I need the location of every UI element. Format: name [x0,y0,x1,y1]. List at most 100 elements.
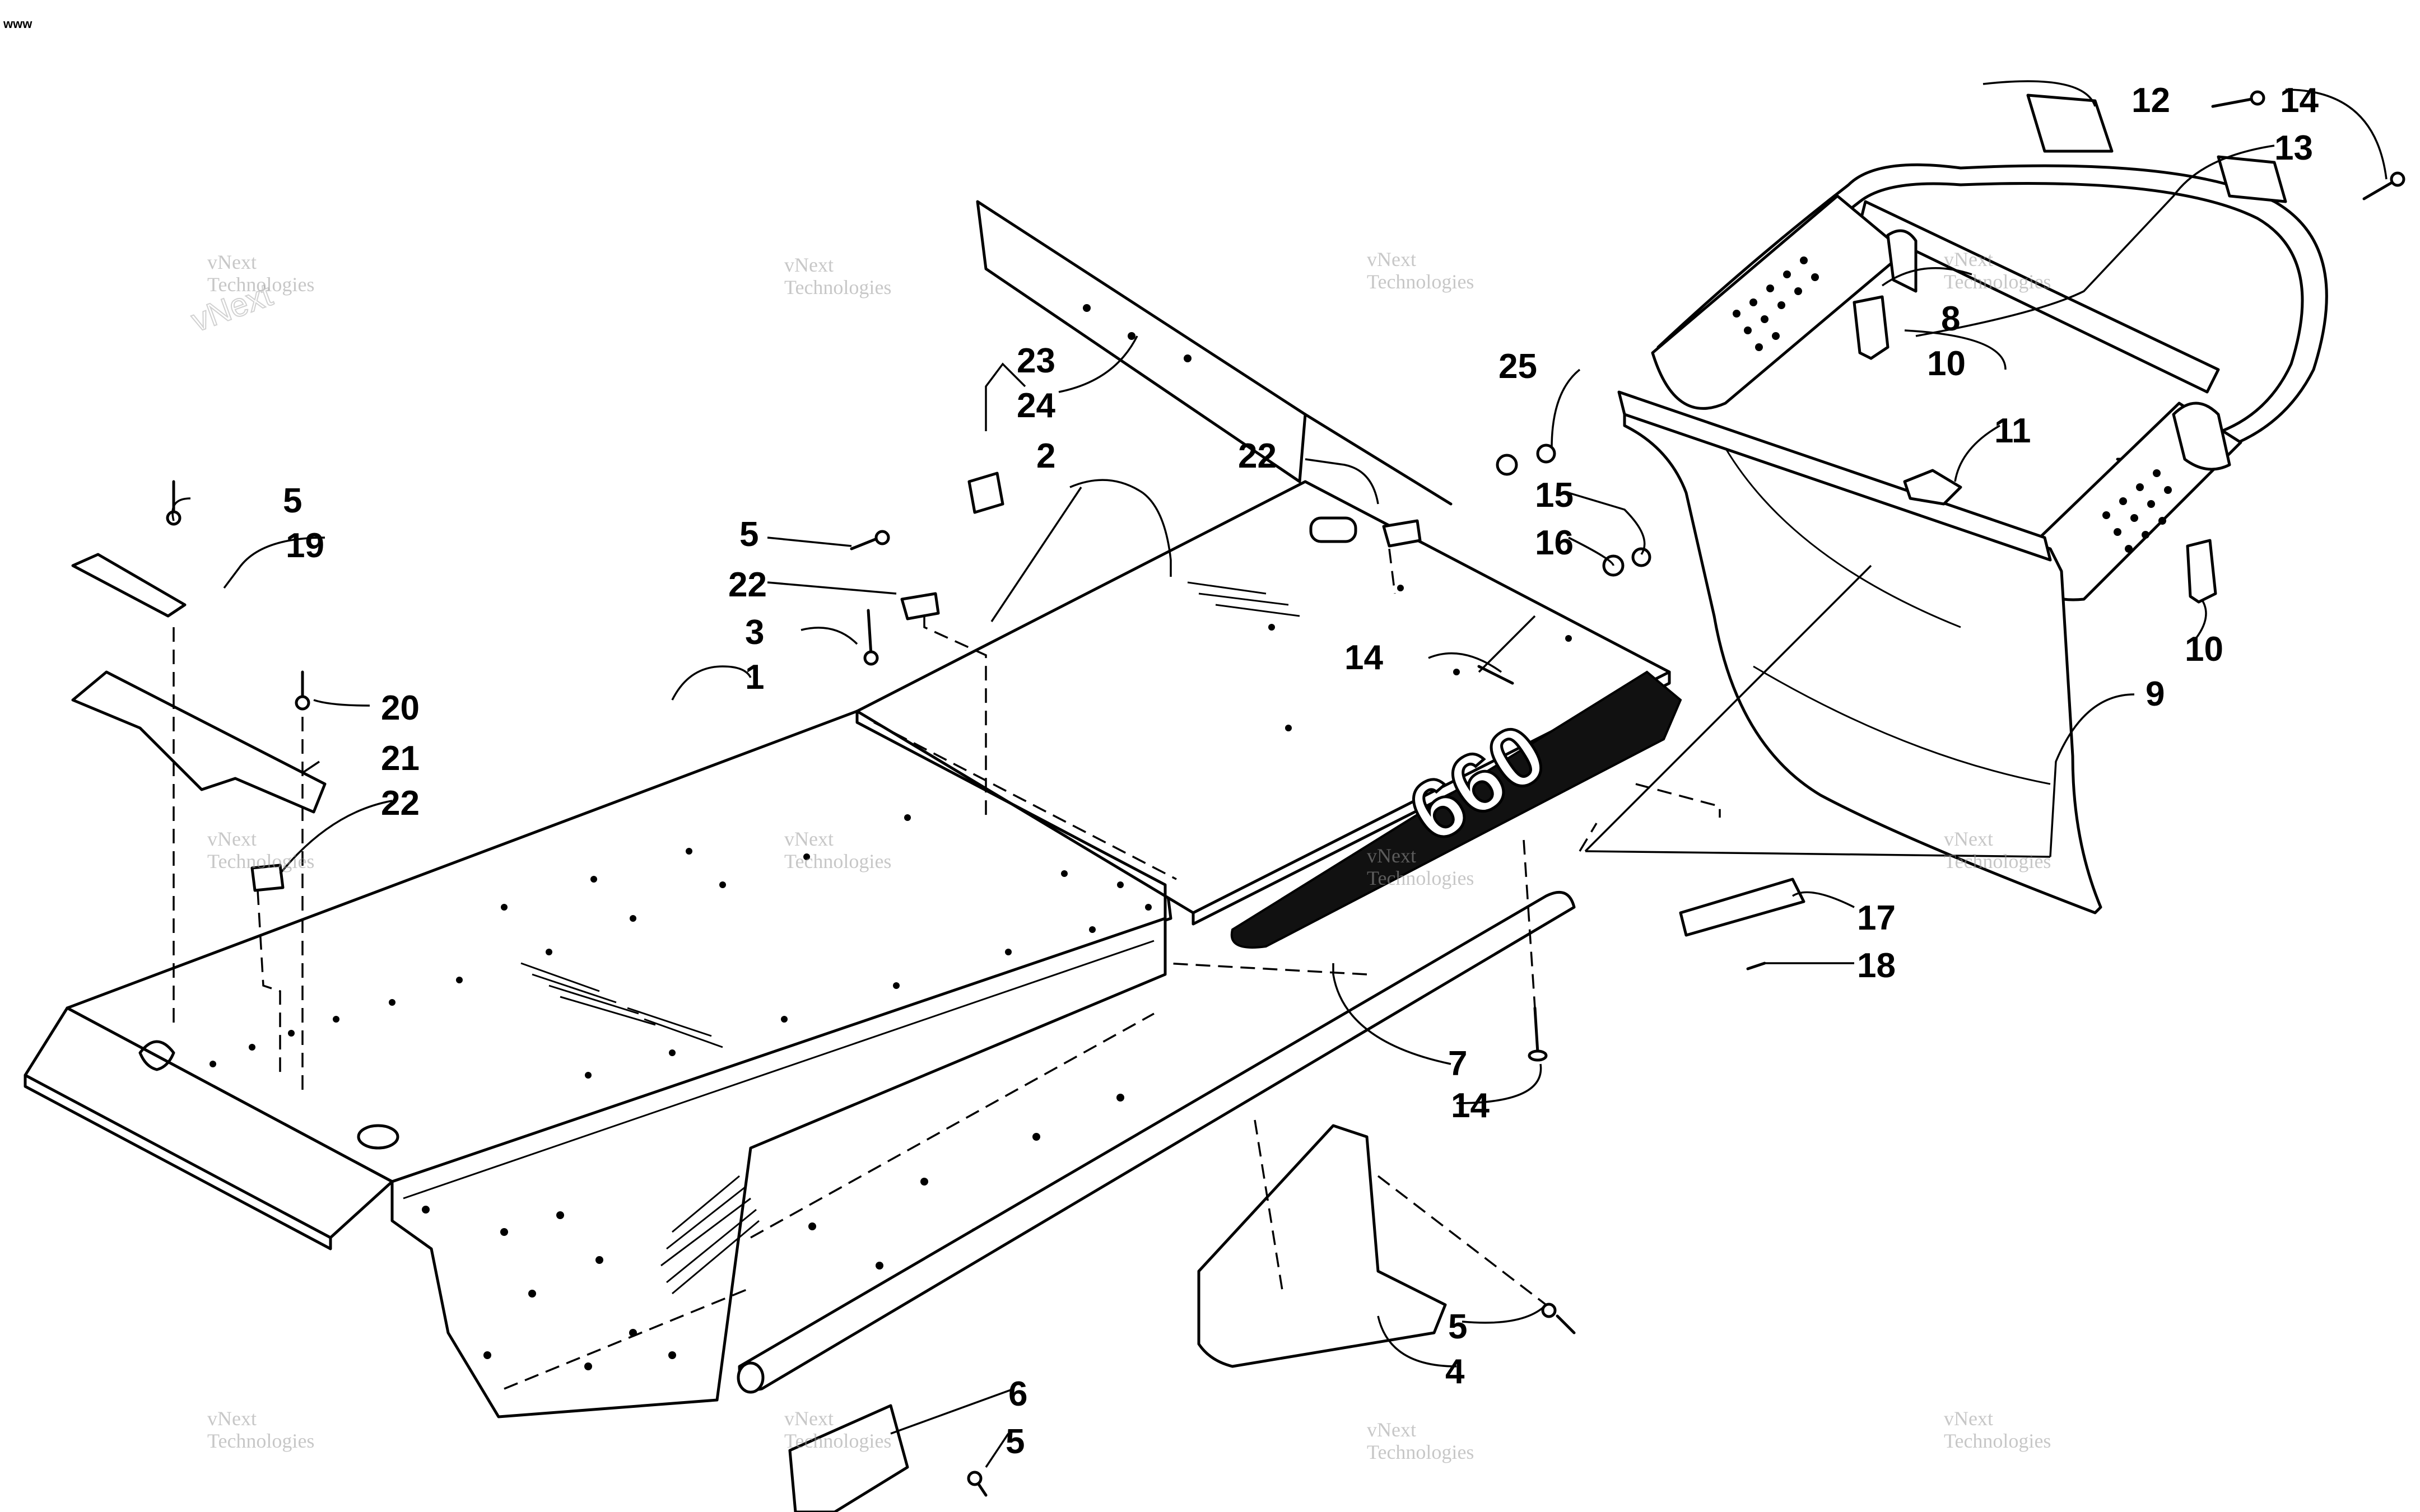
callout-23: 23 [1017,342,1055,380]
plug-part-22-left [250,864,285,892]
plug-part-22-mid [900,592,940,620]
callout-5b: 5 [739,515,758,554]
plug-part-22-top [1382,519,1422,548]
watermark: vNext Technologies [1367,1418,1474,1463]
svg-text:Technologies: Technologies [1367,270,1474,293]
callout-1: 1 [745,658,764,697]
svg-text:vNext: vNext [784,1407,834,1430]
svg-text:vNext: vNext [1944,828,1993,850]
callout-25: 25 [1498,347,1537,386]
callout-19: 19 [286,526,324,565]
clip-part-10-upper [1853,295,1890,360]
callout-11: 11 [1994,412,2031,450]
watermark: vNext Technologies [207,1407,314,1452]
watermark: vNext Technologies [1367,248,1474,293]
callout-17: 17 [1857,899,1896,937]
screw-part-18 [1746,962,1766,970]
svg-text:Technologies: Technologies [784,1430,891,1452]
bolt-part-14-lower [1528,1006,1548,1062]
nut-part-25 [1496,454,1518,476]
watermark: vNext Technologies [1944,248,2051,293]
callout-12: 12 [2132,81,2170,120]
reflector-part-13 [2217,155,2287,203]
svg-text:vNext: vNext [1367,1418,1416,1441]
svg-text:Technologies: Technologies [207,850,314,872]
callout-10a: 10 [1927,344,1966,383]
svg-text:vNext: vNext [1944,248,1993,270]
callout-8: 8 [1941,300,1960,338]
plate-part-6 [788,1404,909,1512]
watermark: vNext Technologies [784,828,891,872]
tunnel-part-1 [24,710,1172,1418]
callout-3: 3 [745,613,764,652]
watermark: vNext Technologies [207,828,314,872]
clip-part-10-lower [2186,539,2217,604]
watermark: vNext vNext Technologies [186,251,314,339]
svg-text:Technologies: Technologies [1944,850,2051,872]
watermark: vNext Technologies [1367,844,1474,889]
callout-2: 2 [1036,437,1055,475]
watermark: vNext Technologies [784,254,891,298]
svg-text:Technologies: Technologies [207,273,314,296]
rivets-part-3-5 [166,480,1576,1497]
callout-14b: 14 [1344,638,1383,677]
callout-5c: 5 [1448,1308,1467,1346]
svg-text:Technologies: Technologies [1944,1430,2051,1452]
bracket-part-4 [1197,1124,1447,1368]
callout-22b: 22 [728,566,767,604]
svg-text:vNext: vNext [1944,1407,1993,1430]
leader-lines [171,80,2388,1468]
deck-plate-part-2 [855,480,1671,926]
callout-6: 6 [1008,1375,1027,1413]
callout-14a: 14 [2280,81,2319,120]
snow-flap-part-23-24 [967,200,1453,514]
callout-18: 18 [1857,946,1896,985]
svg-text:Technologies: Technologies [784,276,891,298]
callout-21: 21 [381,739,420,778]
callout-labels: 1 2 3 4 5 5 5 5 6 7 8 9 10 10 11 12 13 1… [283,81,2319,1461]
svg-text:Technologies: Technologies [207,1430,314,1452]
reflector-part-17 [1679,878,1805,937]
callout-13: 13 [2274,129,2313,167]
svg-text:vNext: vNext [207,828,257,850]
callout-4: 4 [1445,1352,1465,1391]
corner-mark: www [3,17,32,31]
callout-10b: 10 [2185,630,2223,669]
bracket-part-19 [71,553,187,618]
washer-part-25 [1536,444,1556,464]
svg-text:Technologies: Technologies [784,850,891,872]
callout-24: 24 [1017,386,1055,425]
svg-text:vNext: vNext [1367,248,1416,270]
callout-7: 7 [1448,1044,1467,1083]
callout-15: 15 [1535,476,1574,515]
watermark-grid: vNext vNext Technologies vNext Technolog… [186,248,2051,1463]
mud-flap-part-9 [1617,390,2102,914]
screw-part-14-top [2211,90,2405,200]
svg-text:Technologies: Technologies [1367,1441,1474,1463]
svg-text:vNext: vNext [784,254,834,276]
callout-5d: 5 [1006,1422,1025,1461]
svg-text:Technologies: Technologies [1944,270,2051,293]
alignment-lines [173,548,1721,1306]
callout-16: 16 [1535,524,1574,562]
callout-14c: 14 [1451,1086,1490,1125]
reflector-part-12 [2026,94,2114,153]
callout-20: 20 [381,689,420,727]
angle-part-21 [71,670,327,814]
callout-22a: 22 [381,784,420,823]
svg-text:vNext: vNext [784,828,834,850]
svg-text:vNext: vNext [207,1407,257,1430]
watermark: vNext Technologies [1944,1407,2051,1452]
washer-part-15 [1631,547,1651,567]
svg-text:Technologies: Technologies [1367,867,1474,889]
callout-5a: 5 [283,482,302,520]
bolt-part-14-mid [1477,665,1514,685]
clip-part-11 [1903,469,1962,506]
watermark: vNext Technologies [784,1407,891,1452]
svg-text:vNext: vNext [207,251,257,273]
watermark: vNext Technologies [1944,828,2051,872]
callout-9: 9 [2146,675,2165,713]
svg-text:vNext: vNext [1367,844,1416,867]
callout-22c: 22 [1238,437,1277,475]
